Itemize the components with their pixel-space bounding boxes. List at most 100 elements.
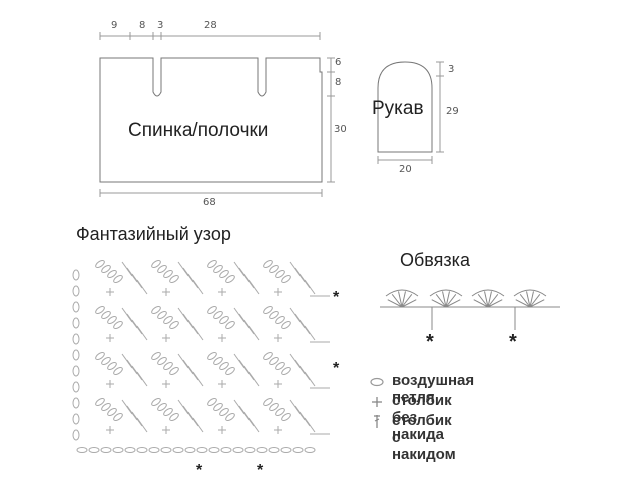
double-crochet [289,353,301,369]
chain-stitch [213,356,223,366]
chain-arch [471,289,505,297]
right-dimension-lines [327,57,335,183]
double-crochet [243,365,255,381]
dim-top-28: 28 [204,20,217,31]
chain-stitch [148,447,160,453]
double-crochet [121,307,133,323]
chain-stitch [213,402,223,412]
double-crochet [126,313,138,329]
chain-stitch [151,305,161,315]
edging-repeat-marker: * [426,331,434,353]
chain-stitch [281,274,291,284]
chain-stitch [101,402,111,412]
chain-stitch [163,269,173,279]
chain-stitch [151,259,161,269]
double-crochet [192,325,204,341]
double-crochet [136,325,148,341]
double-crochet [304,417,316,433]
chain-stitch [113,412,123,422]
double-crochet [445,299,461,308]
double-crochet [187,273,199,289]
double-crochet [435,294,447,308]
double-crochet [243,273,255,289]
chart-repeat-marker: * [333,289,340,306]
chain-arch [513,289,547,297]
chain-stitch [269,356,279,366]
chain-stitch [136,447,148,453]
double-crochet [126,267,138,283]
oval-icon [370,373,384,389]
chart-repeat-marker: * [333,360,340,377]
chain-arch [385,289,419,297]
chain-stitch [101,264,111,274]
chart-repeat-marker: * [196,462,203,479]
double-crochet [248,325,260,341]
dim-sleeve-3: 3 [448,64,455,75]
chain-stitch [160,447,172,453]
chain-stitch [72,381,80,393]
chain-stitch [275,269,285,279]
double-crochet [289,399,301,415]
dim-sleeve-29: 29 [446,106,459,117]
double-crochet [391,294,403,308]
double-crochet [136,417,148,433]
double-crochet [131,319,143,335]
double-crochet [192,417,204,433]
double-crochet [121,399,133,415]
chain-stitch [196,447,208,453]
chain-stitch [281,366,291,376]
double-crochet [529,294,541,308]
chain-stitch [72,397,80,409]
double-crochet [243,319,255,335]
double-crochet [304,325,316,341]
chain-stitch [219,315,229,325]
chain-stitch [232,447,244,453]
double-crochet [126,405,138,421]
legend-label: воздушная петля [392,372,475,406]
double-crochet [177,261,189,277]
double-crochet [187,365,199,381]
stitch-chart-title: Фантазийный узор [76,224,231,244]
chain-stitch [113,274,123,284]
dim-sleeve-20: 20 [399,164,412,175]
chain-stitch [225,274,235,284]
chain-stitch [157,356,167,366]
chain-stitch [269,402,279,412]
chain-stitch [275,407,285,417]
dim-top-3: 3 [157,20,164,31]
double-crochet [177,353,189,369]
double-crochet [484,291,489,308]
chain-stitch [172,447,184,453]
chain-stitch [244,447,256,453]
double-crochet [487,294,499,308]
top-dimension-lines [99,32,321,40]
double-crochet [299,411,311,427]
plus-icon [370,393,384,409]
chain-stitch [269,264,279,274]
double-crochet [192,279,204,295]
chain-stitch [107,315,117,325]
double-crochet [529,299,545,308]
dim-right-30: 30 [334,124,347,135]
chain-stitch [213,310,223,320]
legend-label: столбик без накида [392,392,452,443]
double-crochet [248,371,260,387]
chain-stitch [95,397,105,407]
double-crochet [177,307,189,323]
chain-stitch [72,349,80,361]
chain-stitch [72,285,80,297]
chain-stitch [72,317,80,329]
double-crochet [289,261,301,277]
chain-stitch [88,447,100,453]
chain-stitch [163,315,173,325]
double-crochet [182,405,194,421]
chain-stitch [169,412,179,422]
chain-stitch [275,315,285,325]
chain-stitch [263,397,273,407]
double-crochet [248,279,260,295]
chain-stitch [113,366,123,376]
sleeve-outline [377,61,433,153]
chain-stitch [281,320,291,330]
chain-stitch [225,366,235,376]
